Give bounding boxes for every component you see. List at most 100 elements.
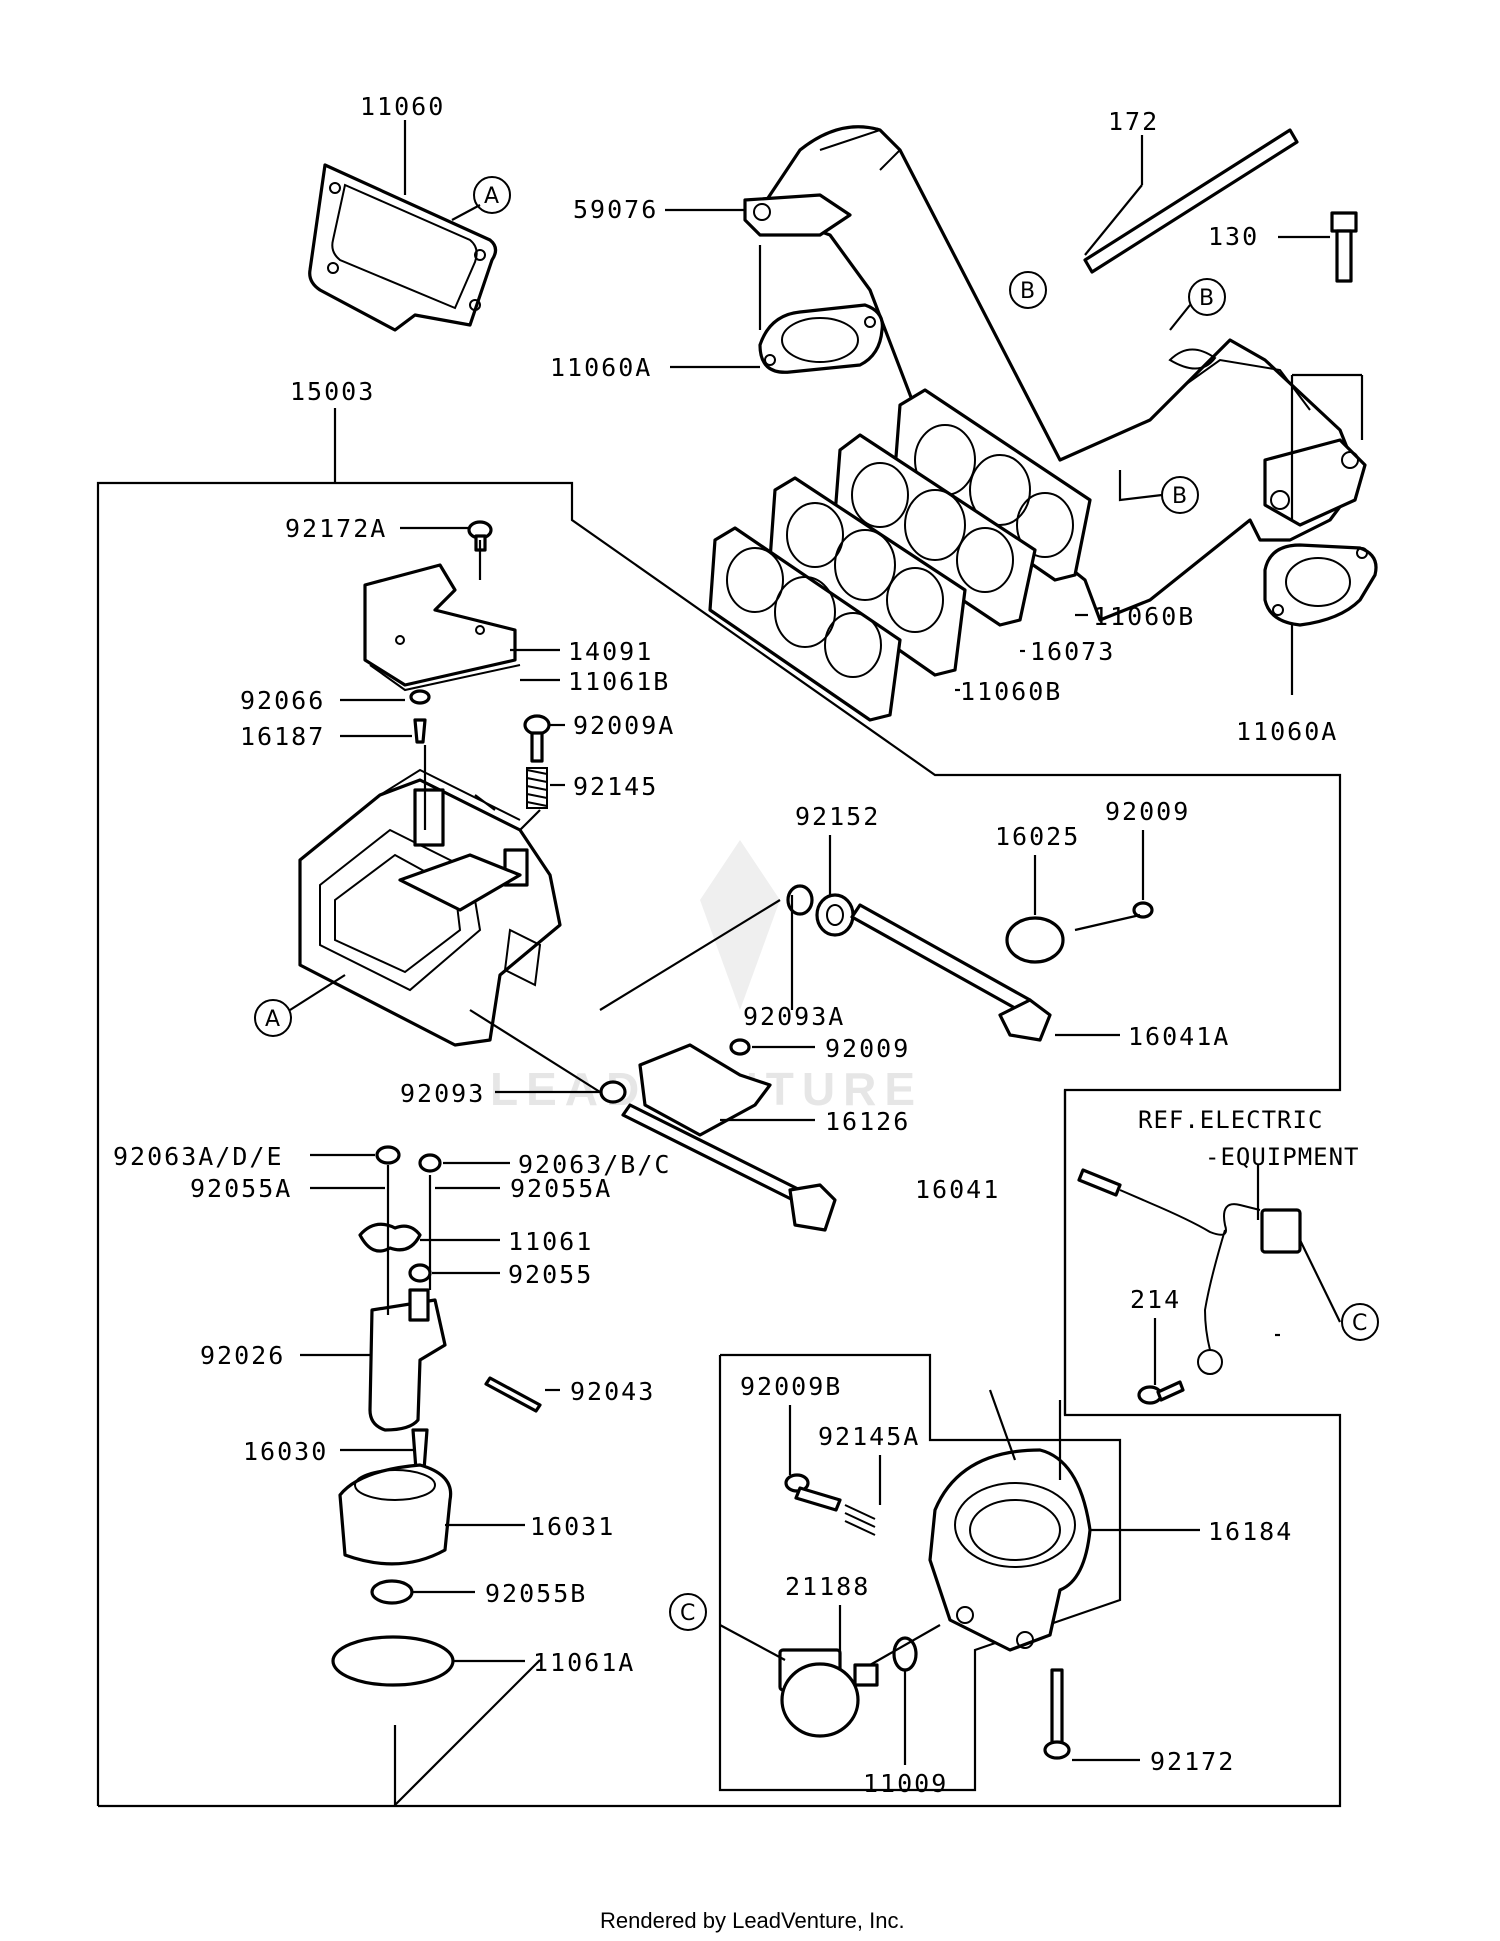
spring-92145a: [844, 1504, 876, 1536]
label-16184: 16184: [1208, 1517, 1293, 1546]
label-16041: 16041: [915, 1175, 1000, 1204]
ref-note-line2: -EQUIPMENT: [1205, 1143, 1360, 1171]
stud-172: [1083, 128, 1299, 274]
plate-16126: [638, 1043, 772, 1137]
label-92055b: 92055B: [485, 1579, 587, 1608]
label-92066: 92066: [240, 686, 325, 715]
label-21188: 21188: [785, 1572, 870, 1601]
svg-text:C: C: [1352, 1311, 1367, 1336]
label-214: 214: [1130, 1285, 1181, 1314]
label-92093a: 92093A: [743, 1002, 845, 1031]
callout-b-top: B: [1188, 278, 1226, 316]
washer-92093a: [786, 884, 814, 916]
part-labels: 11060 59076 172 130 11060A 15003 92172A …: [113, 92, 1360, 1798]
float-92026: [368, 1288, 447, 1432]
label-92009a: 92009A: [573, 711, 675, 740]
intake-manifold: [743, 125, 1367, 622]
ring-92152: [815, 893, 855, 937]
label-16041a: 16041A: [1128, 1022, 1230, 1051]
jet-92063ade: [375, 1145, 401, 1165]
shaft-16041a: [850, 903, 1052, 1042]
cover-plate-14091: [363, 563, 521, 692]
svg-text:B: B: [1199, 286, 1214, 311]
svg-text:B: B: [1020, 279, 1035, 304]
gasket-11060a-left: [758, 303, 884, 374]
label-11060a-left: 11060A: [550, 353, 652, 382]
assembly-frame: [96, 408, 1342, 1808]
label-92009-mid: 92009: [825, 1034, 910, 1063]
shaft-16041: [621, 1103, 837, 1232]
washer-11009: [892, 1636, 918, 1672]
label-59076: 59076: [573, 195, 658, 224]
label-16187: 16187: [240, 722, 325, 751]
gasket-11060a-right: [1263, 543, 1378, 627]
bowl-16031: [338, 1463, 453, 1566]
screw-92009-mid: [729, 1038, 751, 1056]
label-92145: 92145: [573, 772, 658, 801]
svg-text:A: A: [484, 184, 499, 209]
gasket-11060: [308, 163, 498, 332]
callout-a-top: A: [473, 176, 511, 214]
bolt-130: [1330, 211, 1358, 283]
label-92055: 92055: [508, 1260, 593, 1289]
spring-92145: [526, 767, 548, 809]
o-ring-92055: [408, 1263, 432, 1283]
footer-credit: Rendered by LeadVenture, Inc.: [600, 1908, 905, 1933]
washer-92093: [599, 1080, 627, 1104]
label-11009: 11009: [863, 1769, 948, 1798]
ref-note-line1: REF.ELECTRIC: [1138, 1106, 1323, 1134]
svg-text:C: C: [680, 1601, 695, 1626]
label-11060b-top: 11060B: [1093, 602, 1195, 631]
screw-92009b: [784, 1473, 842, 1512]
jet-92063bc: [418, 1153, 442, 1173]
svg-text:B: B: [1172, 484, 1187, 509]
o-ring-92055b: [370, 1579, 414, 1605]
label-92043: 92043: [570, 1377, 655, 1406]
label-16031: 16031: [530, 1512, 615, 1541]
label-16126: 16126: [825, 1107, 910, 1136]
label-11060b-bottom: 11060B: [960, 677, 1062, 706]
o-ring-11061a: [331, 1635, 455, 1687]
gasket-11061: [358, 1222, 422, 1253]
label-92063ade: 92063A/D/E: [113, 1142, 284, 1171]
label-11061: 11061: [508, 1227, 593, 1256]
svg-text:A: A: [265, 1007, 280, 1032]
screw-92009-top: [1132, 901, 1154, 919]
callout-c-right: C: [1341, 1303, 1379, 1341]
label-92009-top: 92009: [1105, 797, 1190, 826]
label-92055a-right: 92055A: [510, 1174, 612, 1203]
screw-92172: [1043, 1668, 1071, 1760]
callout-b-left: B: [1009, 271, 1047, 309]
pin-92043: [484, 1376, 542, 1413]
label-92093: 92093: [400, 1079, 485, 1108]
label-92063bc: 92063/B/C: [518, 1150, 671, 1179]
solenoid-21188: [778, 1648, 879, 1738]
label-14091: 14091: [568, 637, 653, 666]
label-92026: 92026: [200, 1341, 285, 1370]
label-16073: 16073: [1030, 637, 1115, 666]
screw-16187: [413, 718, 427, 744]
callout-c-left: C: [669, 1593, 707, 1631]
label-172: 172: [1108, 107, 1159, 136]
label-11060a-right: 11060A: [1236, 717, 1338, 746]
leader-lines: [300, 120, 1364, 1765]
label-92055a-left: 92055A: [190, 1174, 292, 1203]
label-130: 130: [1208, 222, 1259, 251]
screw-92009a: [523, 714, 551, 763]
label-11061b: 11061B: [568, 667, 670, 696]
label-92172: 92172: [1150, 1747, 1235, 1776]
wire-harness: [1077, 1168, 1302, 1375]
label-16030: 16030: [243, 1437, 328, 1466]
carburetor-body: [298, 768, 562, 1047]
plate-16025: [1005, 916, 1065, 964]
label-15003: 15003: [290, 377, 375, 406]
label-92152: 92152: [795, 802, 880, 831]
label-11061a: 11061A: [533, 1648, 635, 1677]
label-92009b: 92009B: [740, 1372, 842, 1401]
label-92172a: 92172A: [285, 514, 387, 543]
gasket-11060b-back: [708, 526, 902, 722]
screw-214: [1137, 1380, 1185, 1405]
label-92145a: 92145A: [818, 1422, 920, 1451]
callout-a-bottom: A: [254, 999, 292, 1037]
